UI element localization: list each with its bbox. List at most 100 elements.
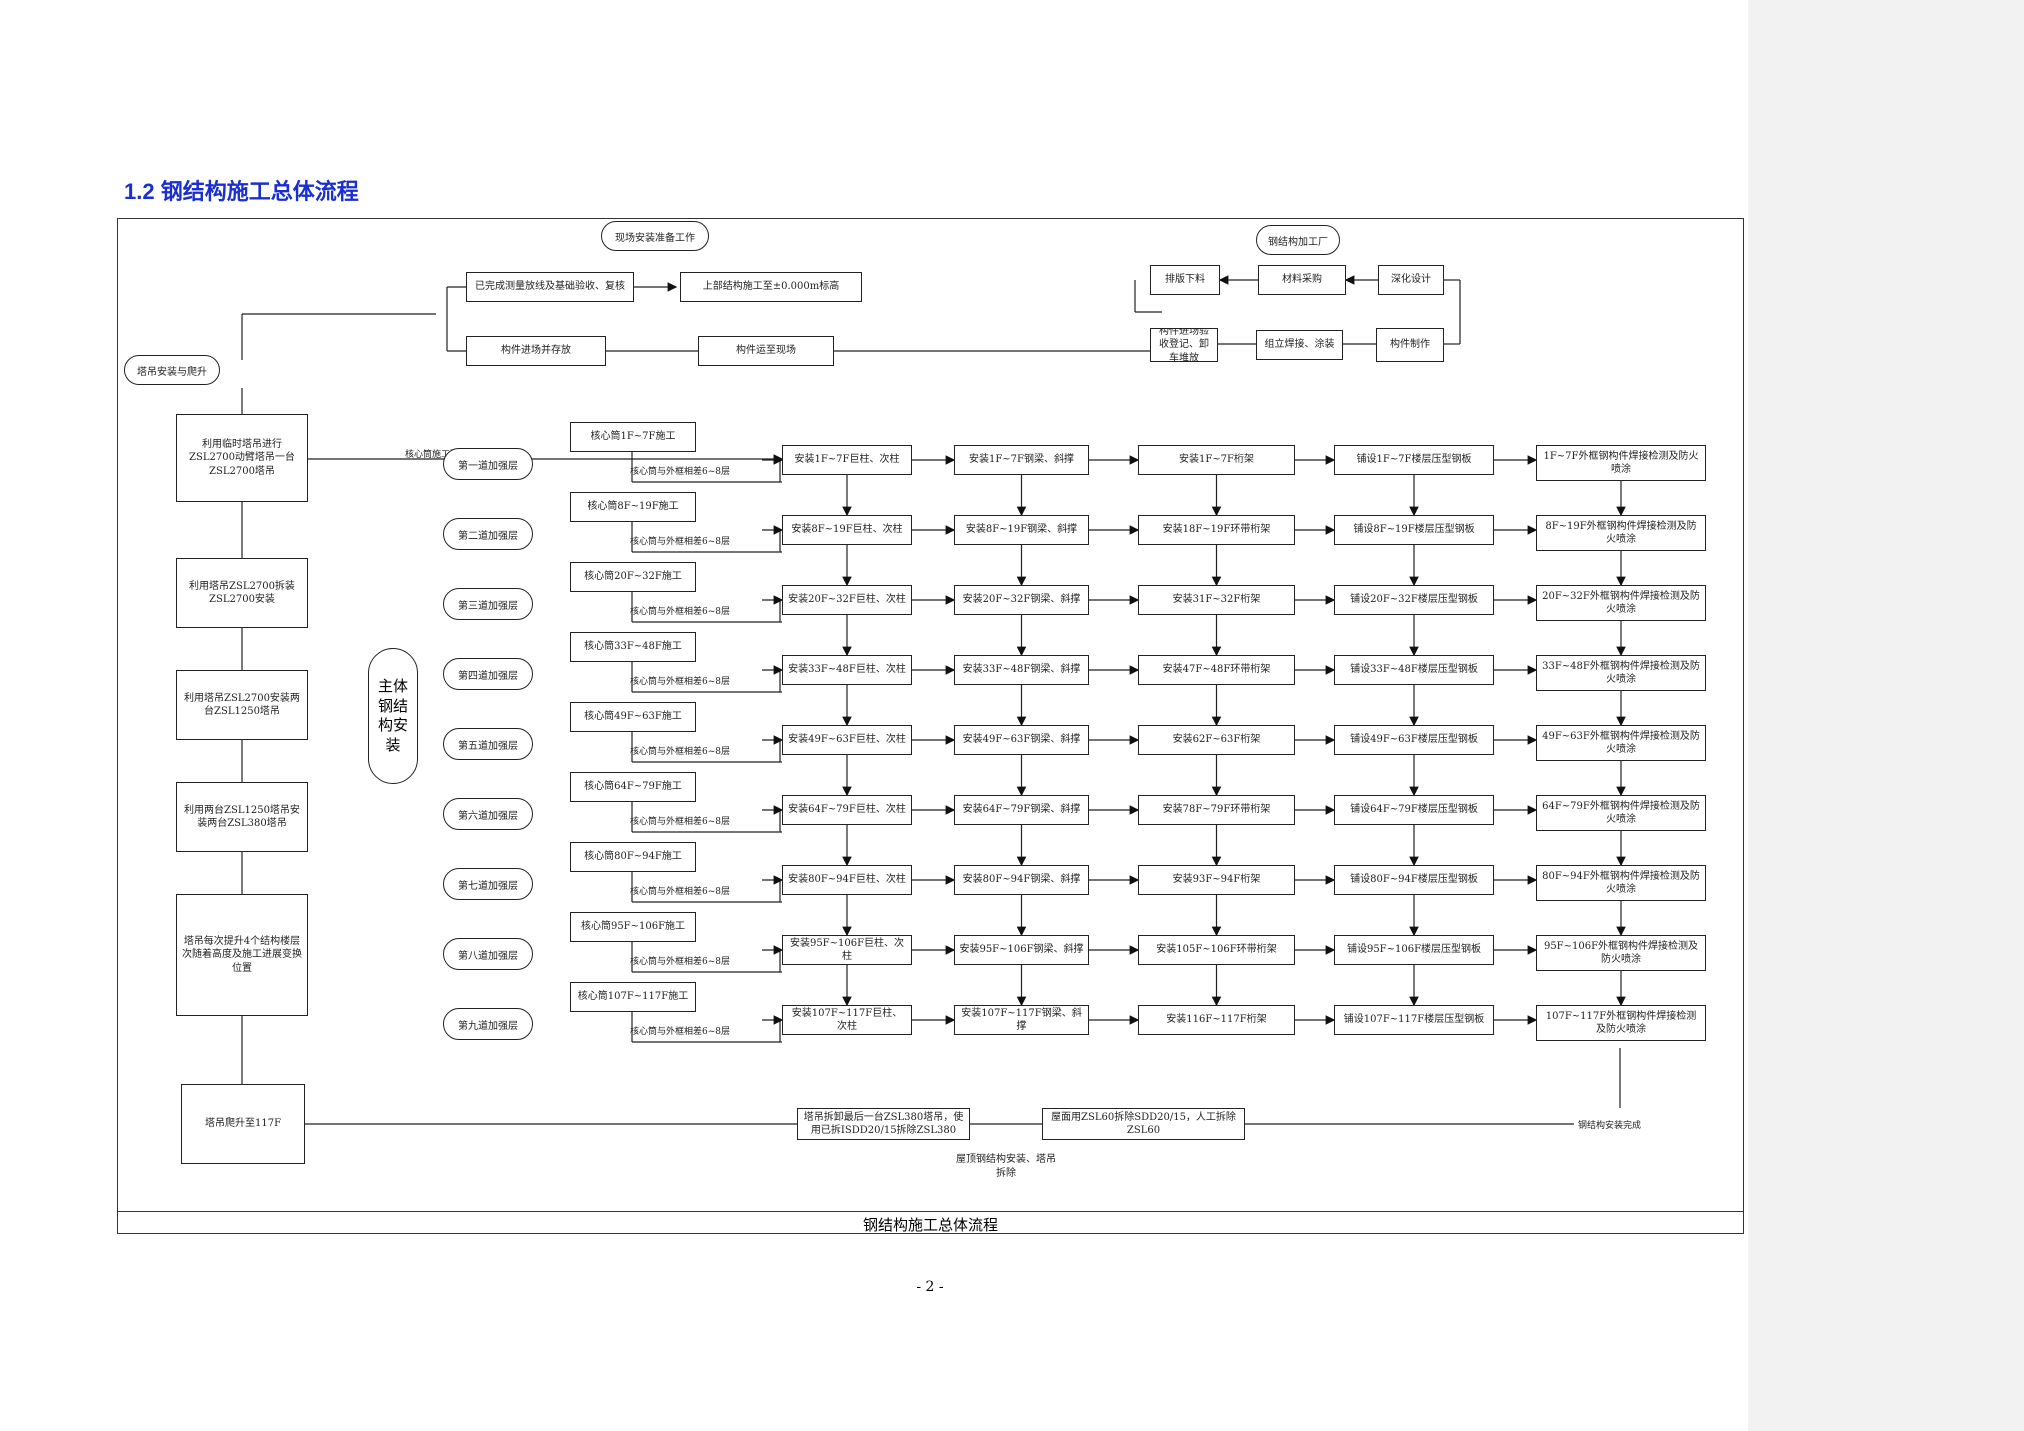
row-step-box: 安装64F~79F钢梁、斜撑 (954, 795, 1089, 825)
make-box: 构件制作 (1376, 328, 1444, 362)
row-step-box: 铺设95F~106F楼层压型钢板 (1334, 935, 1494, 965)
crane-step-4: 利用两台ZSL1250塔吊安装两台ZSL380塔吊 (176, 782, 308, 852)
comment-margin-pane (1748, 0, 2024, 1431)
reinforce-layer-oval: 第五道加强层 (443, 728, 533, 760)
row-step-box: 107F~117F外框钢构件焊接检测及防火喷涂 (1536, 1005, 1706, 1041)
row-step-box: 49F~63F外框钢构件焊接检测及防火喷涂 (1536, 725, 1706, 761)
core-box: 核心筒107F~117F施工 (570, 982, 696, 1012)
row-step-box: 8F~19F外框钢构件焊接检测及防火喷涂 (1536, 515, 1706, 551)
crane-step-2: 利用塔吊ZSL2700拆装 ZSL2700安装 (176, 558, 308, 628)
crane-step-6: 塔吊爬升至117F (181, 1084, 305, 1164)
diagram-frame (117, 218, 1744, 1234)
transport-in-box: 构件运至现场 (698, 336, 834, 366)
row-step-box: 安装78F~79F环带桁架 (1138, 795, 1295, 825)
row-step-box: 安装8F~19F钢梁、斜撑 (954, 515, 1089, 545)
row-step-box: 1F~7F外框钢构件焊接检测及防火喷涂 (1536, 445, 1706, 481)
weld-paint-box: 组立焊接、涂装 (1256, 330, 1343, 360)
section-title: 1.2 钢结构施工总体流程 (124, 179, 359, 204)
row-step-box: 80F~94F外框钢构件焊接检测及防火喷涂 (1536, 865, 1706, 901)
reinforce-layer-oval: 第二道加强层 (443, 518, 533, 550)
bottom-box-1: 塔吊拆卸最后一台ZSL380塔吊，使用已拆ISDD20/15拆除ZSL380 (797, 1108, 970, 1140)
crane-step-3: 利用塔吊ZSL2700安装两台ZSL1250塔吊 (176, 670, 308, 740)
site-prep-oval: 现场安装准备工作 (601, 221, 709, 251)
crane-step-1: 利用临时塔吊进行 ZSL2700动臂塔吊一台 ZSL2700塔吊 (176, 414, 308, 502)
core-lag-label: 核心筒与外框相差6~8层 (630, 537, 730, 547)
bottom-label-roof: 屋顶钢结构安装、塔吊拆除 (956, 1154, 1056, 1179)
core-box: 核心筒20F~32F施工 (570, 562, 696, 592)
bottom-box-2: 屋面用ZSL60拆除SDD20/15，人工拆除ZSL60 (1042, 1108, 1245, 1140)
material-box: 材料采购 (1258, 265, 1346, 295)
row-step-box: 铺设1F~7F楼层压型钢板 (1334, 445, 1494, 475)
row-step-box: 安装31F~32F桁架 (1138, 585, 1295, 615)
reinforce-layer-oval: 第六道加强层 (443, 798, 533, 830)
row-step-box: 安装47F~48F环带桁架 (1138, 655, 1295, 685)
row-step-box: 铺设8F~19F楼层压型钢板 (1334, 515, 1494, 545)
core-label-top: 核心筒施工至4F后 (405, 450, 480, 460)
row-step-box: 安装116F~117F桁架 (1138, 1005, 1295, 1035)
core-box: 核心筒33F~48F施工 (570, 632, 696, 662)
core-lag-label: 核心筒与外框相差6~8层 (630, 747, 730, 757)
reinforce-layer-oval: 第一道加强层 (443, 448, 533, 480)
core-box: 核心筒64F~79F施工 (570, 772, 696, 802)
row-step-box: 安装64F~79F巨柱、次柱 (782, 795, 912, 825)
row-step-box: 安装8F~19F巨柱、次柱 (782, 515, 912, 545)
core-box: 核心筒8F~19F施工 (570, 492, 696, 522)
row-step-box: 安装107F~117F钢梁、斜撑 (954, 1005, 1089, 1035)
core-lag-label: 核心筒与外框相差6~8层 (630, 817, 730, 827)
core-lag-label: 核心筒与外框相差6~8层 (630, 677, 730, 687)
bottom-label-complete: 钢结构安装完成 (1578, 1121, 1642, 1131)
core-box: 核心筒1F~7F施工 (570, 422, 696, 452)
tower-crane-oval: 塔吊安装与爬升 (124, 355, 220, 385)
row-step-box: 铺设80F~94F楼层压型钢板 (1334, 865, 1494, 895)
caption-bar (117, 1211, 1744, 1235)
fabrication-oval: 钢结构加工厂 (1256, 225, 1340, 255)
row-step-box: 铺设20F~32F楼层压型钢板 (1334, 585, 1494, 615)
core-lag-label: 核心筒与外框相差6~8层 (630, 607, 730, 617)
unload-box: 构件进场验收登记、卸车堆放 (1150, 328, 1218, 362)
reinforce-layer-oval: 第七道加强层 (443, 868, 533, 900)
row-step-box: 铺设64F~79F楼层压型钢板 (1334, 795, 1494, 825)
core-lag-label: 核心筒与外框相差6~8层 (630, 887, 730, 897)
row-step-box: 安装107F~117F巨柱、次柱 (782, 1005, 912, 1035)
row-step-box: 安装33F~48F钢梁、斜撑 (954, 655, 1089, 685)
core-lag-label: 核心筒与外框相差6~8层 (630, 1027, 730, 1037)
main-structure-label: 主体钢结构安装 (368, 648, 418, 784)
row-step-box: 20F~32F外框钢构件焊接检测及防火喷涂 (1536, 585, 1706, 621)
row-step-box: 安装1F~7F巨柱、次柱 (782, 445, 912, 475)
reinforce-layer-oval: 第三道加强层 (443, 588, 533, 620)
row-step-box: 安装93F~94F桁架 (1138, 865, 1295, 895)
row-step-box: 安装95F~106F巨柱、次柱 (782, 935, 912, 965)
row-step-box: 安装49F~63F钢梁、斜撑 (954, 725, 1089, 755)
core-box: 核心筒95F~106F施工 (570, 912, 696, 942)
row-step-box: 95F~106F外框钢构件焊接检测及防火喷涂 (1536, 935, 1706, 971)
row-step-box: 安装20F~32F钢梁、斜撑 (954, 585, 1089, 615)
reinforce-layer-oval: 第四道加强层 (443, 658, 533, 690)
row-step-box: 铺设49F~63F楼层压型钢板 (1334, 725, 1494, 755)
row-step-box: 安装1F~7F钢梁、斜撑 (954, 445, 1089, 475)
core-lag-label: 核心筒与外框相差6~8层 (630, 467, 730, 477)
site-storage-box: 构件进场并存放 (466, 336, 606, 366)
core-box: 核心筒49F~63F施工 (570, 702, 696, 732)
core-lag-label: 核心筒与外框相差6~8层 (630, 957, 730, 967)
row-step-box: 安装95F~106F钢梁、斜撑 (954, 935, 1089, 965)
row-step-box: 安装80F~94F巨柱、次柱 (782, 865, 912, 895)
row-step-box: 安装33F~48F巨柱、次柱 (782, 655, 912, 685)
page-number: - 2 - (916, 1279, 944, 1295)
row-step-box: 64F~79F外框钢构件焊接检测及防火喷涂 (1536, 795, 1706, 831)
reinforce-layer-oval: 第八道加强层 (443, 938, 533, 970)
design-box: 深化设计 (1378, 265, 1444, 295)
crane-step-5: 塔吊每次提升4个结构楼层次随着高度及施工进展变换位置 (176, 894, 308, 1016)
survey-box: 已完成测量放线及基础验收、复核 (466, 272, 634, 302)
row-step-box: 安装1F~7F桁架 (1138, 445, 1295, 475)
row-step-box: 安装18F~19F环带桁架 (1138, 515, 1295, 545)
row-step-box: 铺设33F~48F楼层压型钢板 (1334, 655, 1494, 685)
core-box: 核心筒80F~94F施工 (570, 842, 696, 872)
row-step-box: 33F~48F外框钢构件焊接检测及防火喷涂 (1536, 655, 1706, 691)
row-step-box: 安装20F~32F巨柱、次柱 (782, 585, 912, 615)
row-step-box: 安装49F~63F巨柱、次柱 (782, 725, 912, 755)
diagram-caption: 钢结构施工总体流程 (862, 1216, 998, 1234)
embedded-box: 上部结构施工至±0.000m标高 (680, 272, 862, 302)
row-step-box: 安装62F~63F桁架 (1138, 725, 1295, 755)
cut-box: 排版下料 (1150, 265, 1220, 295)
row-step-box: 安装80F~94F钢梁、斜撑 (954, 865, 1089, 895)
